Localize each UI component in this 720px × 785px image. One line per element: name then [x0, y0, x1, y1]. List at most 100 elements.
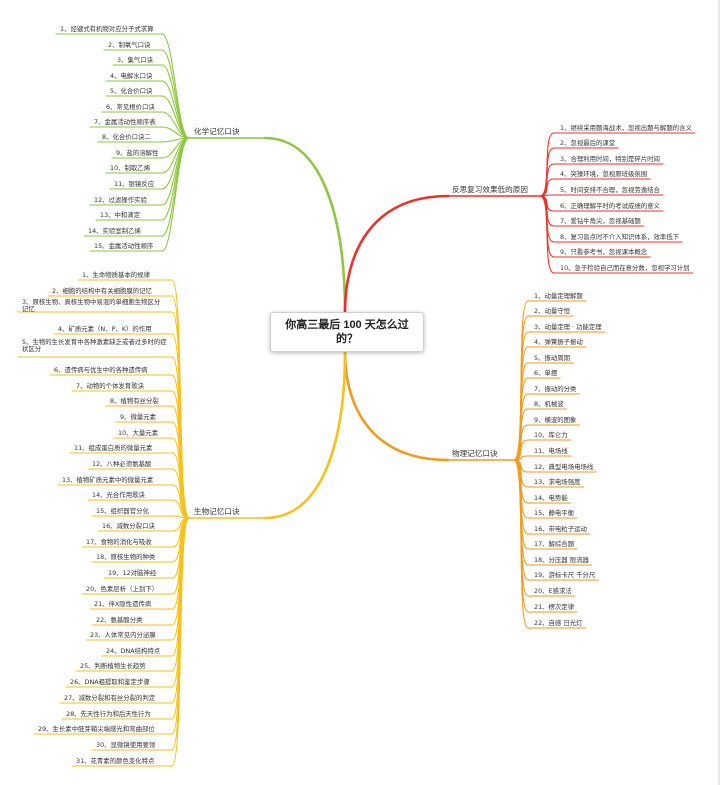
scroll-edge	[718, 0, 720, 785]
chemistry-item[interactable]: 12、过滤操作实验	[94, 196, 147, 204]
physics-item[interactable]: 22、自感 日光灯	[534, 619, 583, 627]
chemistry-item[interactable]: 7、金属活动性顺序表	[94, 118, 156, 126]
biology-item[interactable]: 29、生长素中胚芽鞘尖端感光和弯曲部位	[38, 725, 155, 733]
physics-item[interactable]: 21、楞次定律	[534, 603, 575, 611]
biology-item[interactable]: 1、生命物质基本的规律	[82, 271, 150, 279]
physics-item[interactable]: 5、振动周期	[534, 354, 571, 362]
physics-item[interactable]: 19、游标卡尺 千分尺	[534, 571, 596, 579]
leaf-connector-chemistry	[161, 137, 190, 252]
biology-item[interactable]: 24、DNA结构特点	[106, 647, 161, 655]
chemistry-item[interactable]: 10、制取乙烯	[110, 164, 151, 172]
reflection-item[interactable]: 6、正确理解平时的考试成绩的意义	[560, 202, 660, 210]
chemistry-item[interactable]: 5、化合价口诀	[110, 87, 153, 95]
chemistry-item[interactable]: 11、银镜反应	[114, 180, 155, 188]
biology-item[interactable]: 30、显微镜使用要领	[96, 741, 156, 749]
branch-physics[interactable]: 物理记忆口诀	[452, 449, 498, 458]
physics-item[interactable]: 9、横波的图象	[534, 416, 577, 424]
leaf-connector-chemistry	[161, 33, 190, 139]
biology-item[interactable]: 9、微量元素	[120, 413, 157, 421]
physics-item[interactable]: 6、单摆	[534, 369, 558, 377]
biology-item[interactable]: 15、组织器官分化	[96, 507, 149, 515]
physics-item[interactable]: 14、电势能	[534, 494, 568, 502]
biology-item[interactable]: 26、DNA粗提取和鉴定步骤	[70, 678, 150, 686]
physics-item[interactable]: 13、求电场强度	[534, 478, 581, 486]
leaf-connector-chemistry	[161, 137, 190, 221]
biology-item[interactable]: 10、大量元素	[118, 429, 159, 437]
chemistry-item[interactable]: 2、制氧气口诀	[108, 41, 151, 49]
physics-item[interactable]: 11、电场线	[534, 447, 568, 455]
physics-item[interactable]: 2、动量守恒	[534, 307, 571, 315]
biology-item[interactable]: 23、人体常见内分泌腺	[90, 631, 156, 639]
leaf-connector-biology	[171, 484, 190, 519]
physics-item[interactable]: 1、动量定理解题	[534, 292, 583, 300]
reflection-item[interactable]: 7、爱钻牛角尖，忽视基础题	[560, 217, 641, 225]
chemistry-item[interactable]: 13、中和滴定	[100, 211, 141, 219]
physics-item[interactable]: 8、机械波	[534, 400, 564, 408]
biology-item[interactable]: 20、色素层析（上到下）	[86, 585, 159, 593]
biology-item[interactable]: 17、食物的消化与吸收	[86, 538, 152, 546]
center-topic[interactable]: 你高三最后 100 天怎么过的？	[270, 312, 424, 352]
biology-item[interactable]: 22、氨基酸分类	[96, 616, 143, 624]
branch-chemistry[interactable]: 化学记忆口诀	[194, 127, 240, 136]
biology-item[interactable]: 21、伴X隐性遗传病	[94, 600, 152, 608]
reflection-item[interactable]: 2、忽视最后的课堂	[560, 139, 616, 147]
biology-item[interactable]: 16、减数分裂口诀	[102, 522, 155, 530]
biology-item[interactable]: 4、矿质元素（N、P、K）的作用	[58, 325, 152, 333]
chemistry-item[interactable]: 15、金属活动性顺序	[94, 242, 154, 250]
biology-item[interactable]: 31、花青素的颜色变化特点	[76, 757, 155, 765]
biology-item[interactable]: 6、遗传病与优生中的各种遗传病	[54, 366, 148, 374]
reflection-item[interactable]: 8、复习盲点时不介入知识体系，效率低下	[560, 233, 680, 241]
chemistry-item[interactable]: 8、化合价口诀二	[102, 133, 151, 141]
biology-item[interactable]: 12、八种必须氨基酸	[92, 460, 152, 468]
leaf-connector-biology	[171, 517, 190, 767]
leaf-connector-reflection	[539, 163, 555, 197]
connector-reflection	[343, 194, 450, 314]
biology-item[interactable]: 11、组成蛋白质的微量元素	[74, 444, 153, 452]
biology-item[interactable]: 3、原核生物、真核生物中易混的单细胞生物区分记忆	[22, 298, 161, 314]
biology-item[interactable]: 2、细胞的结构中有关细胞膜的记忆	[52, 287, 152, 295]
connector-physics	[343, 350, 450, 462]
biology-item[interactable]: 25、判断植物生长趋势	[80, 662, 146, 670]
physics-item[interactable]: 17、解综合题	[534, 540, 575, 548]
connector-chemistry	[263, 136, 347, 314]
biology-item[interactable]: 5、生物的生长发育中各种激素缺乏或者过多时的症状区分	[22, 338, 167, 354]
biology-item[interactable]: 13、植物矿质元素中的微量元素	[62, 476, 154, 484]
biology-item[interactable]: 14、光合作用歌诀	[92, 491, 145, 499]
physics-item[interactable]: 16、带电粒子运动	[534, 525, 587, 533]
reflection-item[interactable]: 3、合理利用时间，特别是碎片时间	[560, 155, 660, 163]
reflection-item[interactable]: 4、突操环境，忽视原班级氛围	[560, 170, 648, 178]
biology-item[interactable]: 19、12对脑神经	[108, 569, 157, 577]
physics-item[interactable]: 12、典型电场电场线	[534, 463, 594, 471]
chemistry-item[interactable]: 6、常见根价口诀	[106, 103, 155, 111]
biology-item[interactable]: 18、原核生物的种类	[96, 553, 156, 561]
biology-item[interactable]: 28、先天性行为和后天性行为	[66, 710, 151, 718]
center-topic-text: 你高三最后 100 天怎么过的？	[285, 319, 409, 345]
chemistry-item[interactable]: 1、烃键式有机物对应分子式求算	[60, 25, 154, 33]
biology-item[interactable]: 27、减数分裂和有丝分裂的判定	[64, 694, 156, 702]
biology-item[interactable]: 7、动物的个体发育歌诀	[76, 382, 144, 390]
branch-biology[interactable]: 生物记忆口诀	[194, 507, 240, 516]
chemistry-item[interactable]: 9、盐的溶解性	[116, 149, 159, 157]
leaf-connector-physics	[513, 459, 529, 629]
connector-biology	[263, 350, 347, 520]
physics-item[interactable]: 10、库仑力	[534, 431, 568, 439]
leaf-connector-physics	[513, 424, 529, 461]
physics-item[interactable]: 15、静电平衡	[534, 509, 575, 517]
chemistry-item[interactable]: 3、集气口诀	[117, 56, 154, 64]
reflection-item[interactable]: 10、急于检验自己而在意分数，忽视学习计划	[560, 264, 690, 272]
physics-item[interactable]: 7、振动的分类	[534, 385, 577, 393]
chemistry-item[interactable]: 14、实验室制乙烯	[88, 227, 141, 235]
reflection-item[interactable]: 9、只看参考书，忽视课本概念	[560, 248, 648, 256]
physics-item[interactable]: 4、弹簧振子振动	[534, 338, 583, 346]
branch-reflection[interactable]: 反思复习效果低的原因	[452, 185, 528, 194]
reflection-item[interactable]: 1、继续采用题海战术，忽视出题与解题的含义	[560, 124, 692, 132]
reflection-item[interactable]: 5、时间安排不合理，忽视劳逸结合	[560, 186, 660, 194]
chemistry-item[interactable]: 4、电解水口诀	[110, 72, 153, 80]
biology-item[interactable]: 8、植物有丝分裂	[110, 397, 159, 405]
physics-item[interactable]: 18、分压器 限流器	[534, 556, 589, 564]
leaf-connector-reflection	[539, 195, 555, 274]
physics-item[interactable]: 20、E感求法	[534, 587, 572, 595]
physics-item[interactable]: 3、动量定理 · 功能定理	[534, 323, 602, 331]
